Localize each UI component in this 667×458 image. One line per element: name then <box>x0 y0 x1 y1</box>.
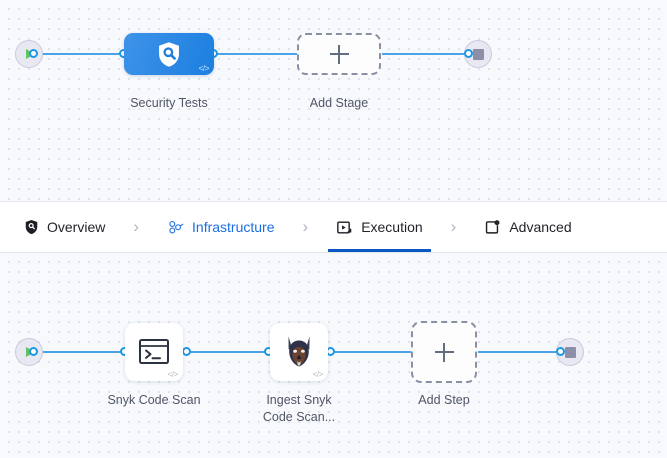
pipeline-section-tabs[interactable]: Overview › Infrastructure › <box>0 201 667 253</box>
plus-icon <box>434 342 454 362</box>
advanced-gear-icon <box>484 219 501 236</box>
tab-label-advanced: Advanced <box>509 219 572 235</box>
step-canvas[interactable]: </> Snyk Code Scan </> Ingest Snyk Code … <box>0 253 667 458</box>
connector-add-step-to-end <box>478 351 561 353</box>
tab-separator-2: › <box>302 217 309 236</box>
connector-start-to-snyk-code-scan <box>34 351 126 353</box>
port-end-in[interactable] <box>464 49 473 58</box>
port-steps-end-in[interactable] <box>556 347 565 356</box>
shield-icon <box>24 219 39 235</box>
tab-advanced[interactable]: Advanced <box>470 202 585 252</box>
connector-snyk-code-scan-to-ingest <box>188 351 273 353</box>
connector-start-to-security-tests <box>34 53 129 55</box>
doberman-icon <box>288 336 310 367</box>
connector-ingest-to-add-step <box>332 351 412 353</box>
pipeline-end-node[interactable] <box>464 40 492 68</box>
add-stage-label: Add Stage <box>309 96 369 110</box>
code-badge: </> <box>312 370 324 379</box>
step-label-ingest-snyk-code-scan: Ingest Snyk Code Scan... <box>262 393 336 424</box>
stop-icon <box>564 346 576 358</box>
code-badge: </> <box>198 64 210 73</box>
stage-node-security-tests[interactable]: </> <box>124 33 214 75</box>
execution-play-icon <box>336 219 353 236</box>
tab-label-infrastructure: Infrastructure <box>192 219 275 235</box>
tab-label-overview: Overview <box>47 219 106 235</box>
connector-add-stage-to-end <box>382 53 469 55</box>
shield-search-icon <box>159 41 179 67</box>
step-node-ingest-snyk-code-scan[interactable]: </> <box>270 323 328 381</box>
terminal-icon <box>139 339 169 364</box>
tab-separator-3: › <box>450 217 457 236</box>
add-stage-button[interactable] <box>297 33 381 75</box>
tab-infrastructure[interactable]: Infrastructure <box>153 202 288 252</box>
plus-icon <box>329 44 349 64</box>
tab-overview[interactable]: Overview <box>10 202 119 252</box>
port-snyk-code-scan-out[interactable] <box>182 347 191 356</box>
step-node-snyk-code-scan[interactable]: </> <box>125 323 183 381</box>
tab-label-execution: Execution <box>361 219 423 235</box>
step-label-snyk-code-scan: Snyk Code Scan <box>107 393 201 407</box>
stage-label-security-tests: Security Tests <box>130 96 208 110</box>
stage-canvas[interactable]: </> Security Tests Add Stage <box>0 0 667 201</box>
infrastructure-icon <box>167 219 184 236</box>
code-badge: </> <box>167 370 179 379</box>
tab-separator-1: › <box>133 217 140 236</box>
port-start-out[interactable] <box>29 49 38 58</box>
port-steps-start-out[interactable] <box>29 347 38 356</box>
add-step-label: Add Step <box>418 393 470 407</box>
connector-security-tests-to-add-stage <box>215 53 300 55</box>
stop-icon <box>472 48 484 60</box>
add-step-button[interactable] <box>411 321 477 383</box>
tab-execution[interactable]: Execution <box>322 202 436 252</box>
